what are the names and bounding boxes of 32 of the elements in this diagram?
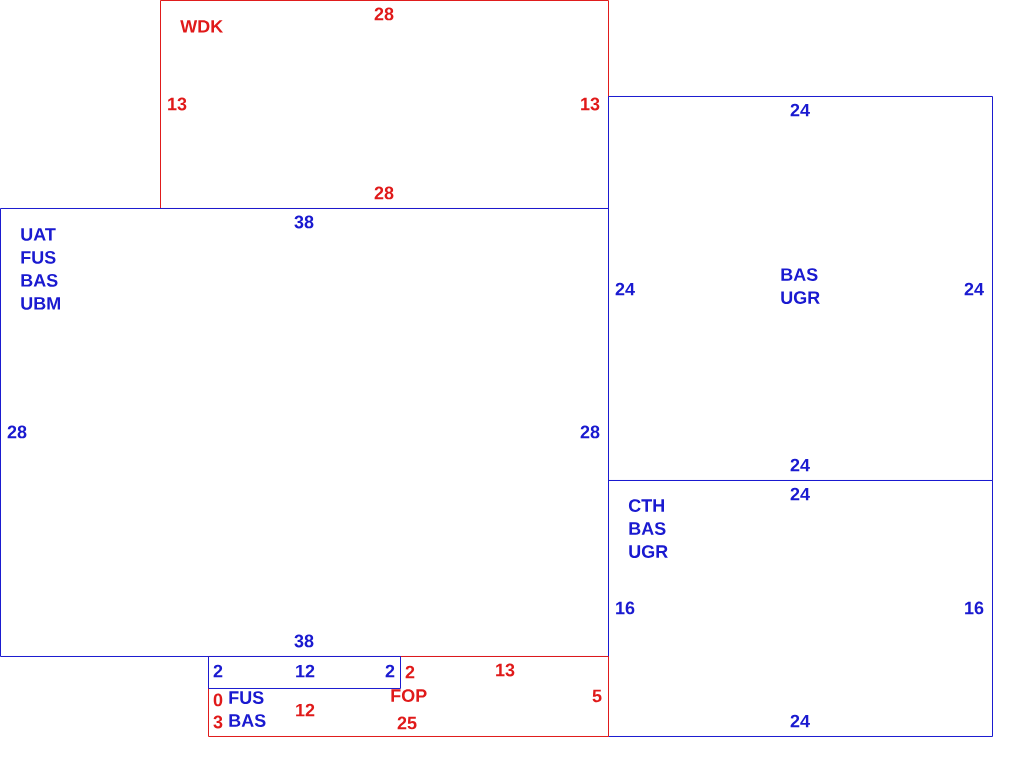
dimension-label: 38 bbox=[294, 634, 314, 648]
dimension-label: 24 bbox=[964, 282, 984, 296]
dimension-label: 12 bbox=[296, 664, 315, 678]
dimension-label: 28 bbox=[374, 7, 394, 21]
room-name: CTH BAS UGR bbox=[628, 499, 668, 558]
dimension-label: 28 bbox=[374, 186, 394, 200]
dimension-label: 24 bbox=[615, 282, 635, 296]
dimension-label: 3 bbox=[213, 715, 223, 729]
dimension-label: 24 bbox=[790, 714, 810, 728]
dimension-label: 5 bbox=[592, 689, 602, 703]
dimension-label: 2 bbox=[405, 665, 415, 679]
dimension-label: 24 bbox=[790, 458, 810, 472]
dimension-label: 24 bbox=[790, 487, 810, 501]
room-name: UAT FUS BAS UBM bbox=[21, 228, 60, 310]
dimension-label: 38 bbox=[294, 215, 314, 229]
dimension-label: 13 bbox=[168, 97, 187, 111]
dimension-label: 0 bbox=[213, 693, 223, 707]
dimension-label: 13 bbox=[581, 97, 600, 111]
dimension-label: 25 bbox=[397, 716, 417, 730]
dimension-label: 12 bbox=[296, 703, 315, 717]
room-name: BAS UGR bbox=[781, 268, 820, 304]
dimension-label: 24 bbox=[790, 103, 810, 117]
dimension-label: 2 bbox=[385, 664, 395, 678]
room-name: FOP bbox=[391, 689, 427, 702]
room-name: WDK bbox=[180, 20, 223, 33]
dimension-label: 28 bbox=[580, 425, 600, 439]
dimension-label: 13 bbox=[496, 663, 515, 677]
room-name: FUS BAS bbox=[229, 691, 266, 727]
dimension-label: 2 bbox=[213, 664, 223, 678]
dimension-label: 28 bbox=[7, 425, 27, 439]
dimension-label: 16 bbox=[965, 601, 984, 615]
dimension-label: 16 bbox=[616, 601, 635, 615]
